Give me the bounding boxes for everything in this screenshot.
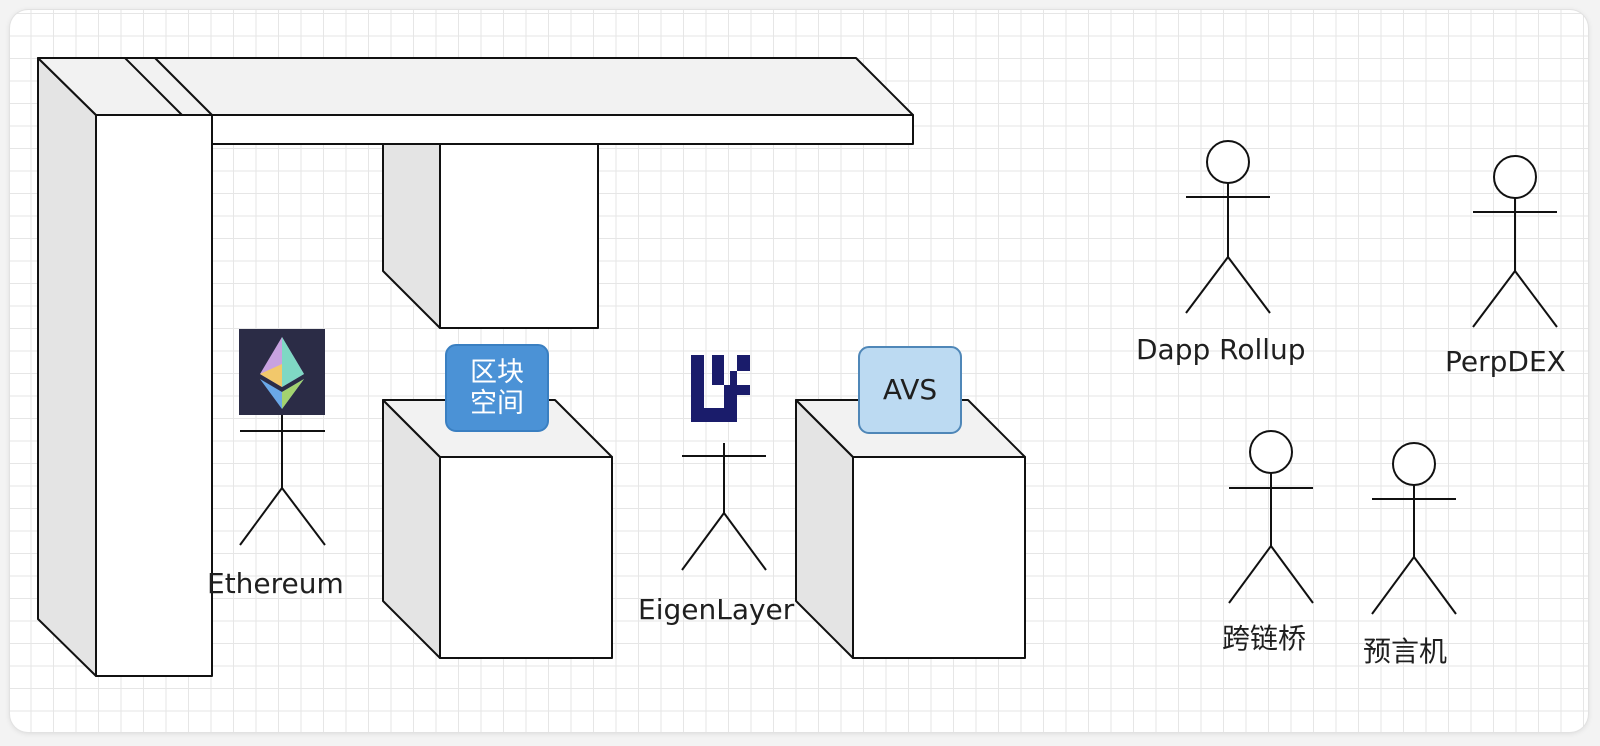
oracle-actor-figure [1371, 442, 1457, 615]
left-pillar-box [37, 57, 213, 677]
cross-chain-bridge-actor-figure [1228, 430, 1314, 604]
hanging-box [382, 143, 599, 329]
perpdex-label: PerpDEX [1445, 345, 1566, 378]
dapp-rollup-label: Dapp Rollup [1136, 333, 1306, 366]
avs-badge: AVS [858, 346, 962, 434]
block-space-badge: 区块 空间 [445, 344, 549, 432]
avs-cube [795, 399, 1026, 659]
perpdex-actor-figure [1472, 155, 1558, 328]
diagram-canvas: 区块 空间 AVS Ethereum EigenLayer Dapp Rollu… [10, 10, 1588, 732]
ethereum-logo-icon [239, 329, 325, 415]
eigenlayer-actor-figure [681, 443, 767, 571]
ethereum-actor-figure [239, 415, 326, 546]
diagram-shapes [37, 57, 1558, 677]
oracle-label: 预言机 [1363, 635, 1448, 668]
dapp-rollup-actor-figure [1185, 140, 1271, 314]
eigenlayer-label: EigenLayer [638, 593, 795, 626]
block-space-cube [382, 399, 613, 659]
top-beam-box [124, 57, 914, 145]
eigenlayer-logo-icon [691, 355, 750, 422]
ethereum-label: Ethereum [207, 567, 344, 600]
cross-chain-bridge-label: 跨链桥 [1222, 622, 1307, 655]
